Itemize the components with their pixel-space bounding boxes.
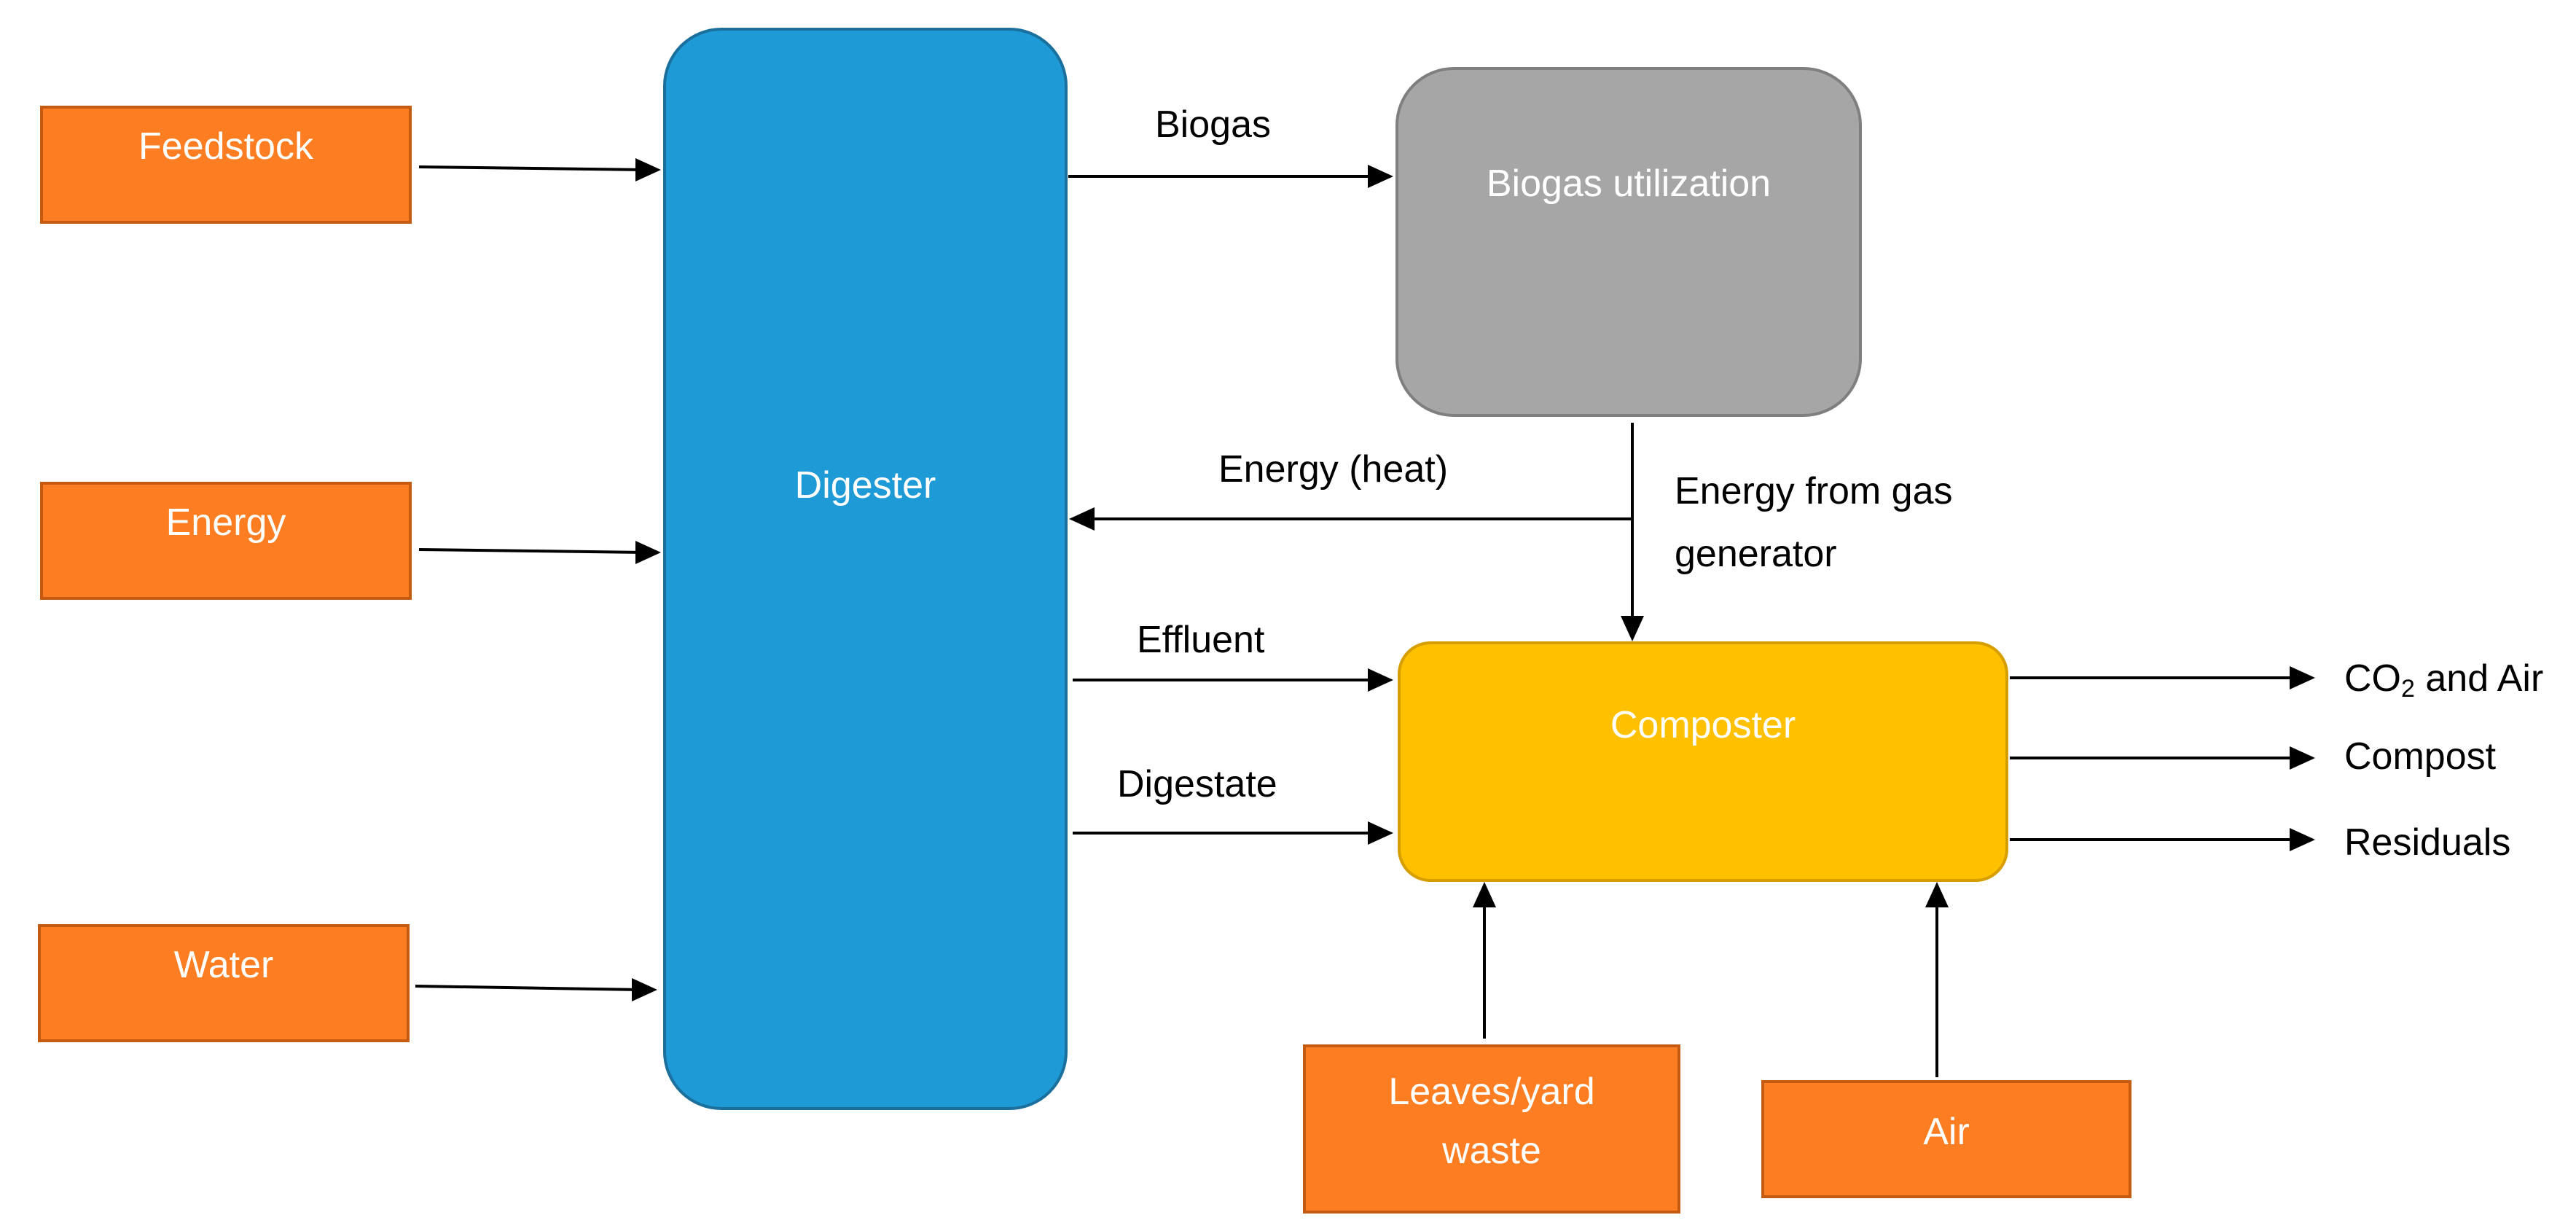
arrow-feedstock-to-digester — [418, 165, 646, 171]
air-input-label: Air — [1923, 1111, 1970, 1153]
biogas-utilization-box: Biogas utilization — [1395, 67, 1862, 417]
arrowhead-digestate — [1368, 821, 1393, 845]
composter-label: Composter — [1610, 704, 1796, 746]
energy-label: Energy — [165, 501, 286, 544]
residuals-output-label: Residuals — [2344, 821, 2511, 864]
air-input-box: Air — [1761, 1080, 2131, 1198]
co2-and-air-output-label: CO2 and Air — [2344, 660, 2543, 701]
arrowhead-compost — [2290, 746, 2315, 770]
arrow-water-to-digester — [415, 985, 642, 991]
energy-box: Energy — [40, 482, 412, 600]
leaves-yard-waste-box: Leaves/yard waste — [1303, 1044, 1680, 1214]
arrowhead-water — [632, 978, 657, 1001]
biogas-edge-label: Biogas — [1155, 103, 1271, 146]
water-label: Water — [173, 944, 274, 986]
arrowhead-effluent — [1368, 668, 1393, 692]
co2-suffix: and Air — [2414, 657, 2544, 700]
co2-prefix: CO — [2344, 657, 2401, 700]
arrow-energy-to-digester — [418, 548, 646, 554]
biogas-utilization-label: Biogas utilization — [1486, 163, 1772, 205]
feedstock-label: Feedstock — [138, 125, 313, 168]
effluent-edge-label: Effluent — [1137, 619, 1265, 661]
arrowhead-co2-air — [2290, 666, 2315, 689]
arrowhead-energy-heat — [1069, 507, 1095, 531]
arrowhead-residuals — [2290, 828, 2315, 851]
water-box: Water — [38, 924, 410, 1042]
co2-subscript: 2 — [2401, 675, 2415, 703]
compost-output-label: Compost — [2344, 735, 2497, 778]
energy-heat-edge-label: Energy (heat) — [1218, 448, 1449, 491]
arrowhead-energy-from-generator — [1621, 616, 1644, 641]
composter-box: Composter — [1398, 641, 2008, 882]
digestate-edge-label: Digestate — [1117, 763, 1277, 805]
arrowhead-energy — [635, 541, 661, 564]
arrowhead-feedstock — [635, 158, 661, 181]
feedstock-box: Feedstock — [40, 106, 412, 224]
arrowhead-leaves — [1473, 882, 1496, 907]
digester-label: Digester — [794, 464, 936, 507]
arrowhead-biogas — [1368, 165, 1393, 188]
leaves-yard-waste-label: Leaves/yard waste — [1388, 1071, 1595, 1172]
arrowhead-air — [1925, 882, 1949, 907]
energy-from-gas-generator-label: Energy from gas generator — [1675, 470, 1953, 575]
digester-box: Digester — [663, 28, 1068, 1110]
